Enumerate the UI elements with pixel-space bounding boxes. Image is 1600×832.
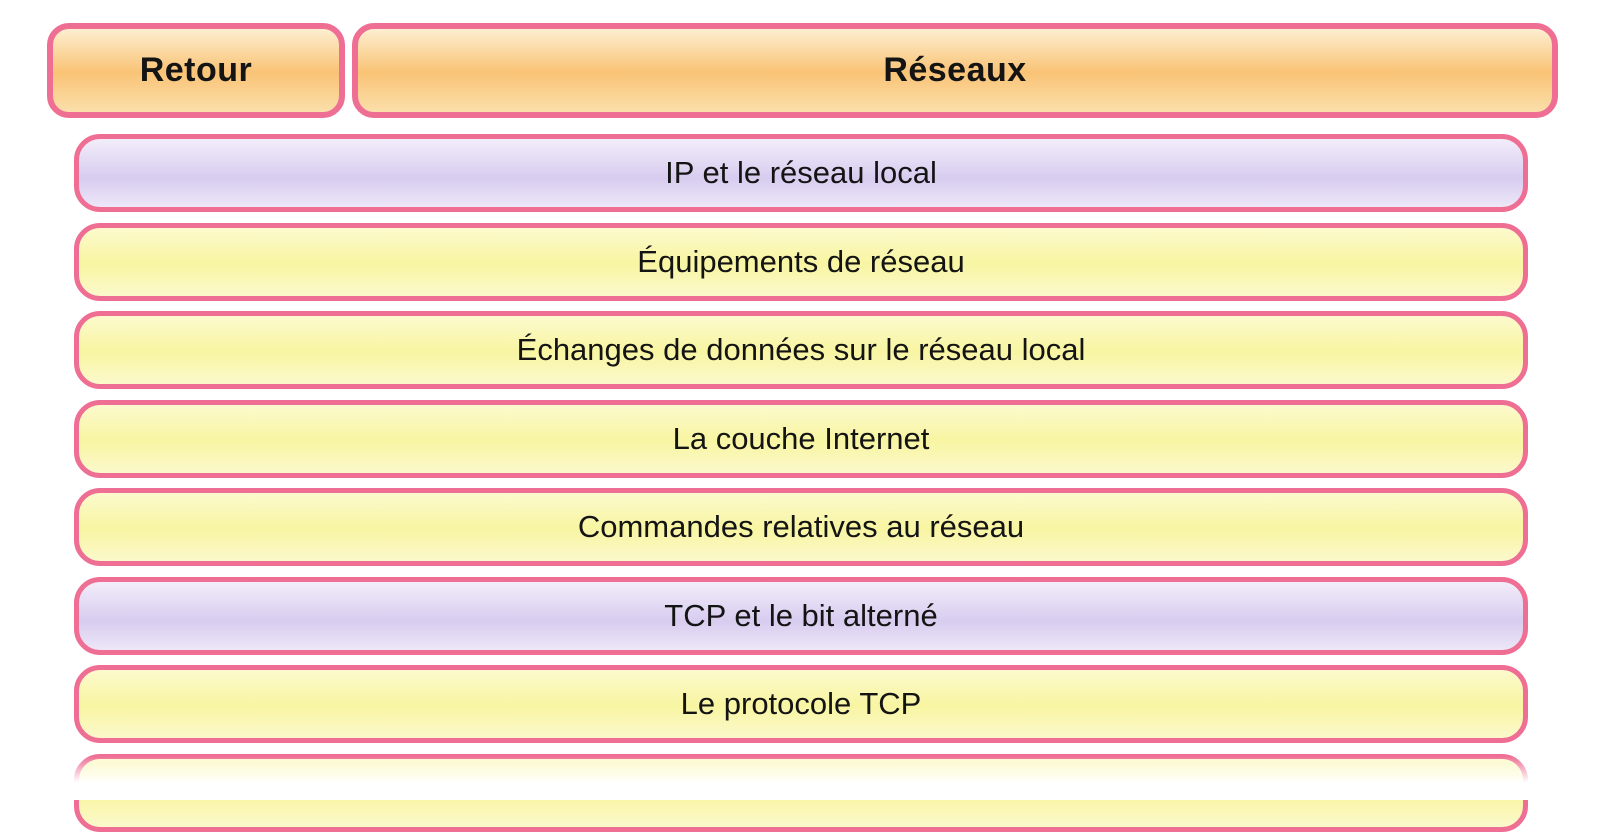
menu-item[interactable]: Le protocole TCP <box>74 665 1528 743</box>
page-title: Réseaux <box>352 23 1558 118</box>
menu-item[interactable]: IP et le réseau local <box>74 134 1528 212</box>
back-button[interactable]: Retour <box>47 23 345 118</box>
menu-item[interactable]: Commandes relatives au réseau <box>74 488 1528 566</box>
menu-item[interactable]: TCP et le bit alterné <box>74 576 1528 655</box>
menu-item-partial[interactable] <box>74 753 1528 832</box>
menu-item[interactable]: Échanges de données sur le réseau local <box>74 311 1528 389</box>
menu-item[interactable]: La couche Internet <box>74 399 1528 478</box>
menu-item[interactable]: Équipements de réseau <box>74 222 1528 301</box>
